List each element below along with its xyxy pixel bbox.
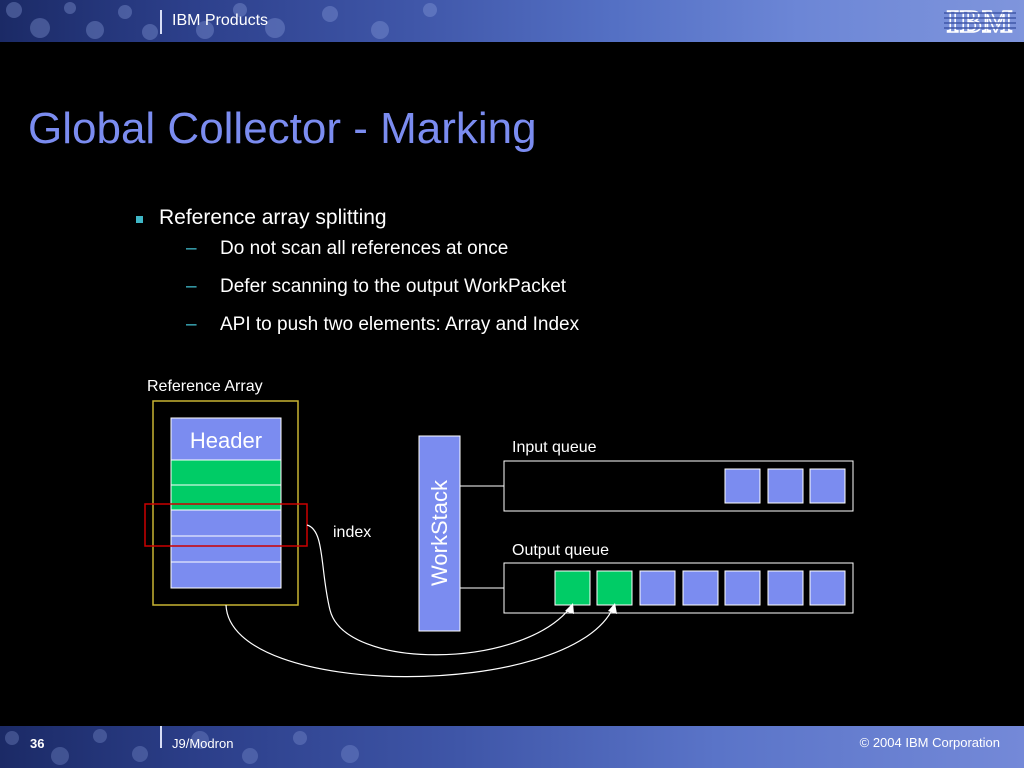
footer-section: J9/Modron — [172, 736, 234, 751]
input-queue-cell — [724, 468, 761, 504]
dash-bullet-icon: – — [186, 314, 197, 335]
workstack-box — [418, 435, 461, 632]
arrow-head-icon — [608, 603, 617, 614]
output-queue-cell — [639, 570, 676, 606]
ibm-logo-text: IBM — [947, 5, 1014, 37]
sub-bullet-item: – Do not scan all references at once — [186, 238, 579, 276]
sub-bullet-text: Defer scanning to the output WorkPacket — [220, 276, 567, 297]
bullet-text: Reference array splitting — [159, 206, 387, 229]
array-cell — [170, 561, 282, 589]
array-header-label: Header — [190, 428, 262, 453]
sub-bullet-text: API to push two elements: Array and Inde… — [220, 314, 580, 335]
footer-pattern — [5, 729, 359, 765]
dash-bullet-icon: – — [186, 276, 197, 297]
sub-bullet-item: – Defer scanning to the output WorkPacke… — [186, 276, 579, 314]
index-label: index — [333, 524, 371, 541]
array-cell-scanned — [170, 459, 282, 486]
input-queue-box — [503, 460, 854, 512]
input-queue-label: Input queue — [512, 439, 597, 456]
array-cell-scanned — [170, 484, 282, 511]
array-cell — [170, 509, 282, 537]
output-queue-cell-pushed — [596, 570, 633, 606]
banner-divider — [160, 10, 162, 34]
footer-copyright: © 2004 IBM Corporation — [859, 735, 1000, 750]
banner-pattern — [6, 2, 437, 40]
sub-bullet-list: – Do not scan all references at once – D… — [186, 238, 579, 352]
dash-bullet-icon: – — [186, 238, 197, 259]
workstack-label: WorkStack — [427, 479, 452, 586]
header-banner: IBM Products IBM — [0, 0, 1024, 42]
input-queue-cell — [809, 468, 846, 504]
reference-array-label: Reference Array — [147, 378, 263, 395]
sub-bullet-item: – API to push two elements: Array and In… — [186, 314, 579, 352]
bullet-list: Reference array splitting – Do not scan … — [136, 206, 579, 352]
array-to-output-arrow — [225, 604, 614, 678]
output-queue-cell — [724, 570, 761, 606]
output-queue-box — [503, 562, 854, 614]
bullet-item: Reference array splitting — [136, 206, 579, 230]
array-header-cell — [170, 417, 282, 461]
page-number: 36 — [30, 736, 45, 751]
output-queue-label: Output queue — [512, 542, 609, 559]
output-queue-cell-pushed — [554, 570, 591, 606]
square-bullet-icon — [136, 215, 143, 223]
footer-banner: 36 J9/Modron © 2004 IBM Corporation — [0, 726, 1024, 768]
output-queue-cell — [767, 570, 804, 606]
reference-array-outline — [152, 400, 299, 606]
output-queue-cell — [809, 570, 846, 606]
array-cell — [170, 535, 282, 563]
slide-title: Global Collector - Marking — [28, 104, 537, 153]
product-name: IBM Products — [172, 12, 269, 29]
footer-divider — [160, 726, 162, 748]
arrow-head-icon — [565, 603, 574, 614]
index-to-output-arrow — [306, 524, 571, 656]
sub-bullet-text: Do not scan all references at once — [220, 238, 509, 259]
output-queue-cell — [682, 570, 719, 606]
ibm-logo: IBM — [944, 5, 1016, 37]
input-queue-cell — [767, 468, 804, 504]
